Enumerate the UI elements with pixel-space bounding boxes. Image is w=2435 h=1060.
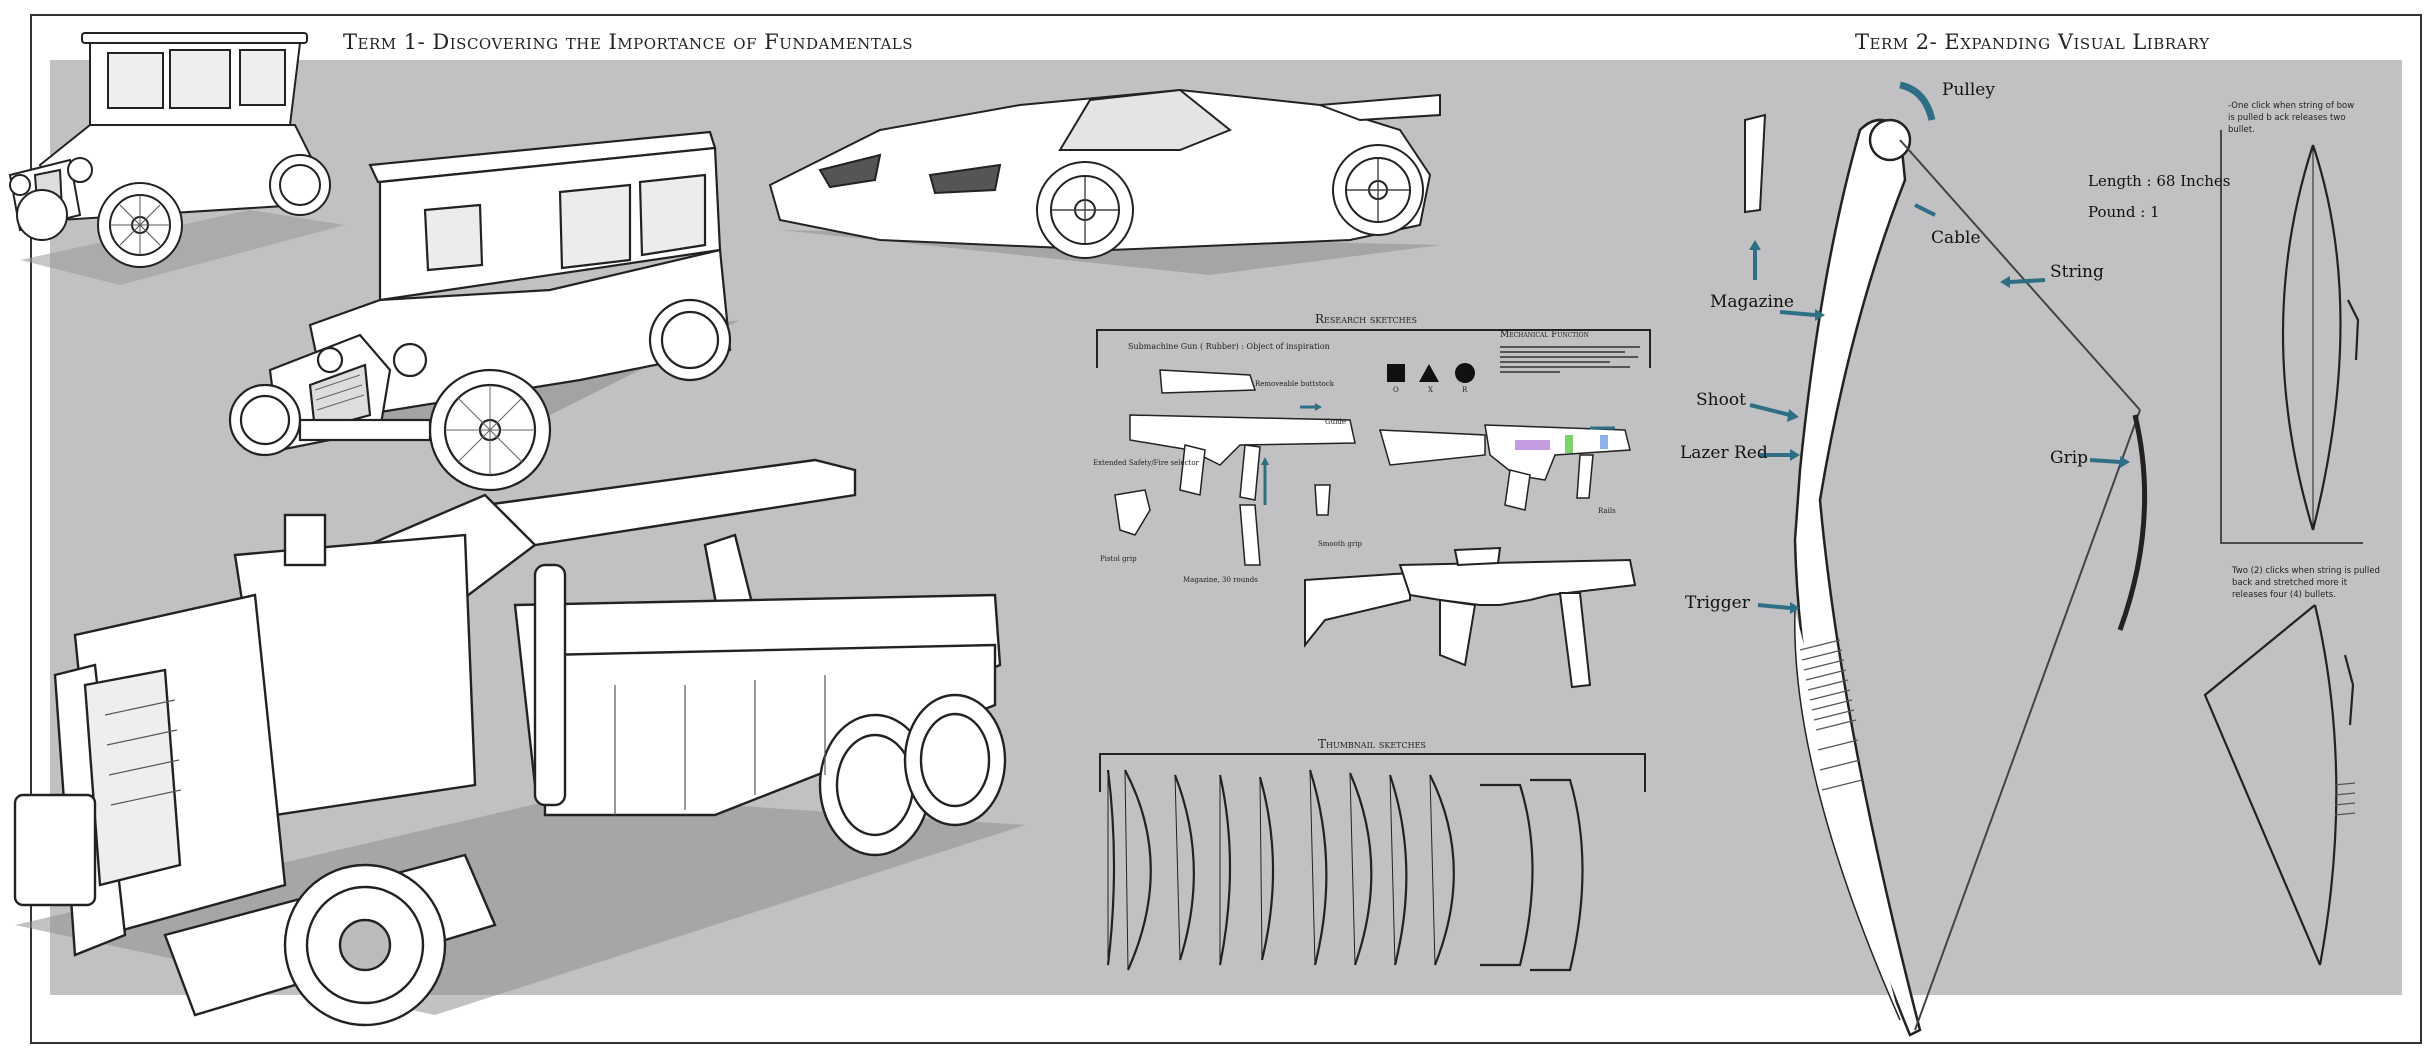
side-note-2: Two (2) clicks when string is pulled bac…	[2232, 566, 2380, 600]
label-magazine-rounds: Magazine, 30 rounds	[1183, 576, 1258, 584]
side-bow-1-drawing	[2220, 130, 2363, 544]
label-smooth-grip: Smooth grip	[1318, 540, 1362, 548]
mechanical-function-title: Mechanical Function	[1500, 330, 1589, 340]
label-pulley: Pulley	[1942, 80, 1995, 100]
model-t-car-drawing	[228, 130, 740, 492]
label-buttstock: Removeable buttstock	[1255, 380, 1335, 388]
circle-icon	[1455, 363, 1475, 383]
term1-title: Term 1- Discovering the Importance of Fu…	[343, 30, 914, 54]
label-cable: Cable	[1931, 228, 1981, 248]
label-magazine: Magazine	[1710, 292, 1794, 312]
thumbnail-box-bracket	[1099, 753, 1646, 792]
research-box-bracket	[1096, 329, 1651, 368]
label-trigger: Trigger	[1685, 593, 1750, 613]
shape-icons	[1387, 363, 1475, 383]
label-pistol-grip: Pistol grip	[1100, 555, 1137, 563]
label-shoot: Shoot	[1696, 390, 1746, 410]
square-icon	[1387, 364, 1405, 382]
label-grip: Grip	[2050, 448, 2089, 468]
research-subtitle: Submachine Gun ( Rubber) : Object of ins…	[1128, 342, 1330, 351]
label-lazer-red: Lazer Red	[1680, 443, 1768, 463]
label-string: String	[2050, 262, 2104, 282]
smg-cutaway-drawing	[1378, 424, 1631, 511]
term2-title: Term 2- Expanding Visual Library	[1855, 30, 2210, 54]
compound-bow-drawing	[1744, 81, 2148, 1037]
shape-label-r: R	[1462, 386, 1468, 394]
triangle-icon	[1419, 364, 1439, 382]
tow-truck-drawing	[13, 458, 1025, 1027]
label-safety: Extended Safety/Fire selector	[1093, 459, 1199, 467]
thumbnail-bows-drawing	[1106, 769, 1584, 972]
research-title: Research sketches	[1315, 312, 1417, 326]
label-pound: Pound : 1	[2088, 203, 2160, 221]
thumbnail-title: Thumbnail sketches	[1318, 737, 1426, 751]
label-guide: Guide	[1325, 418, 1346, 426]
side-note-1: -One click when string of bow is pulled …	[2228, 101, 2355, 135]
shape-label-x: X	[1428, 386, 1433, 394]
smg-final-drawing	[1304, 546, 1637, 689]
label-rails: Rails	[1598, 507, 1616, 515]
page-frame	[30, 14, 2422, 1044]
label-length: Length : 68 Inches	[2088, 172, 2231, 190]
sports-car-drawing	[768, 88, 1441, 275]
side-bow-2-drawing	[2203, 604, 2356, 966]
vintage-car-drawing	[8, 32, 345, 285]
mechanical-function-notes	[1500, 343, 1645, 376]
shape-label-o: O	[1393, 386, 1399, 394]
smg-sketch-drawing	[1114, 369, 1356, 566]
